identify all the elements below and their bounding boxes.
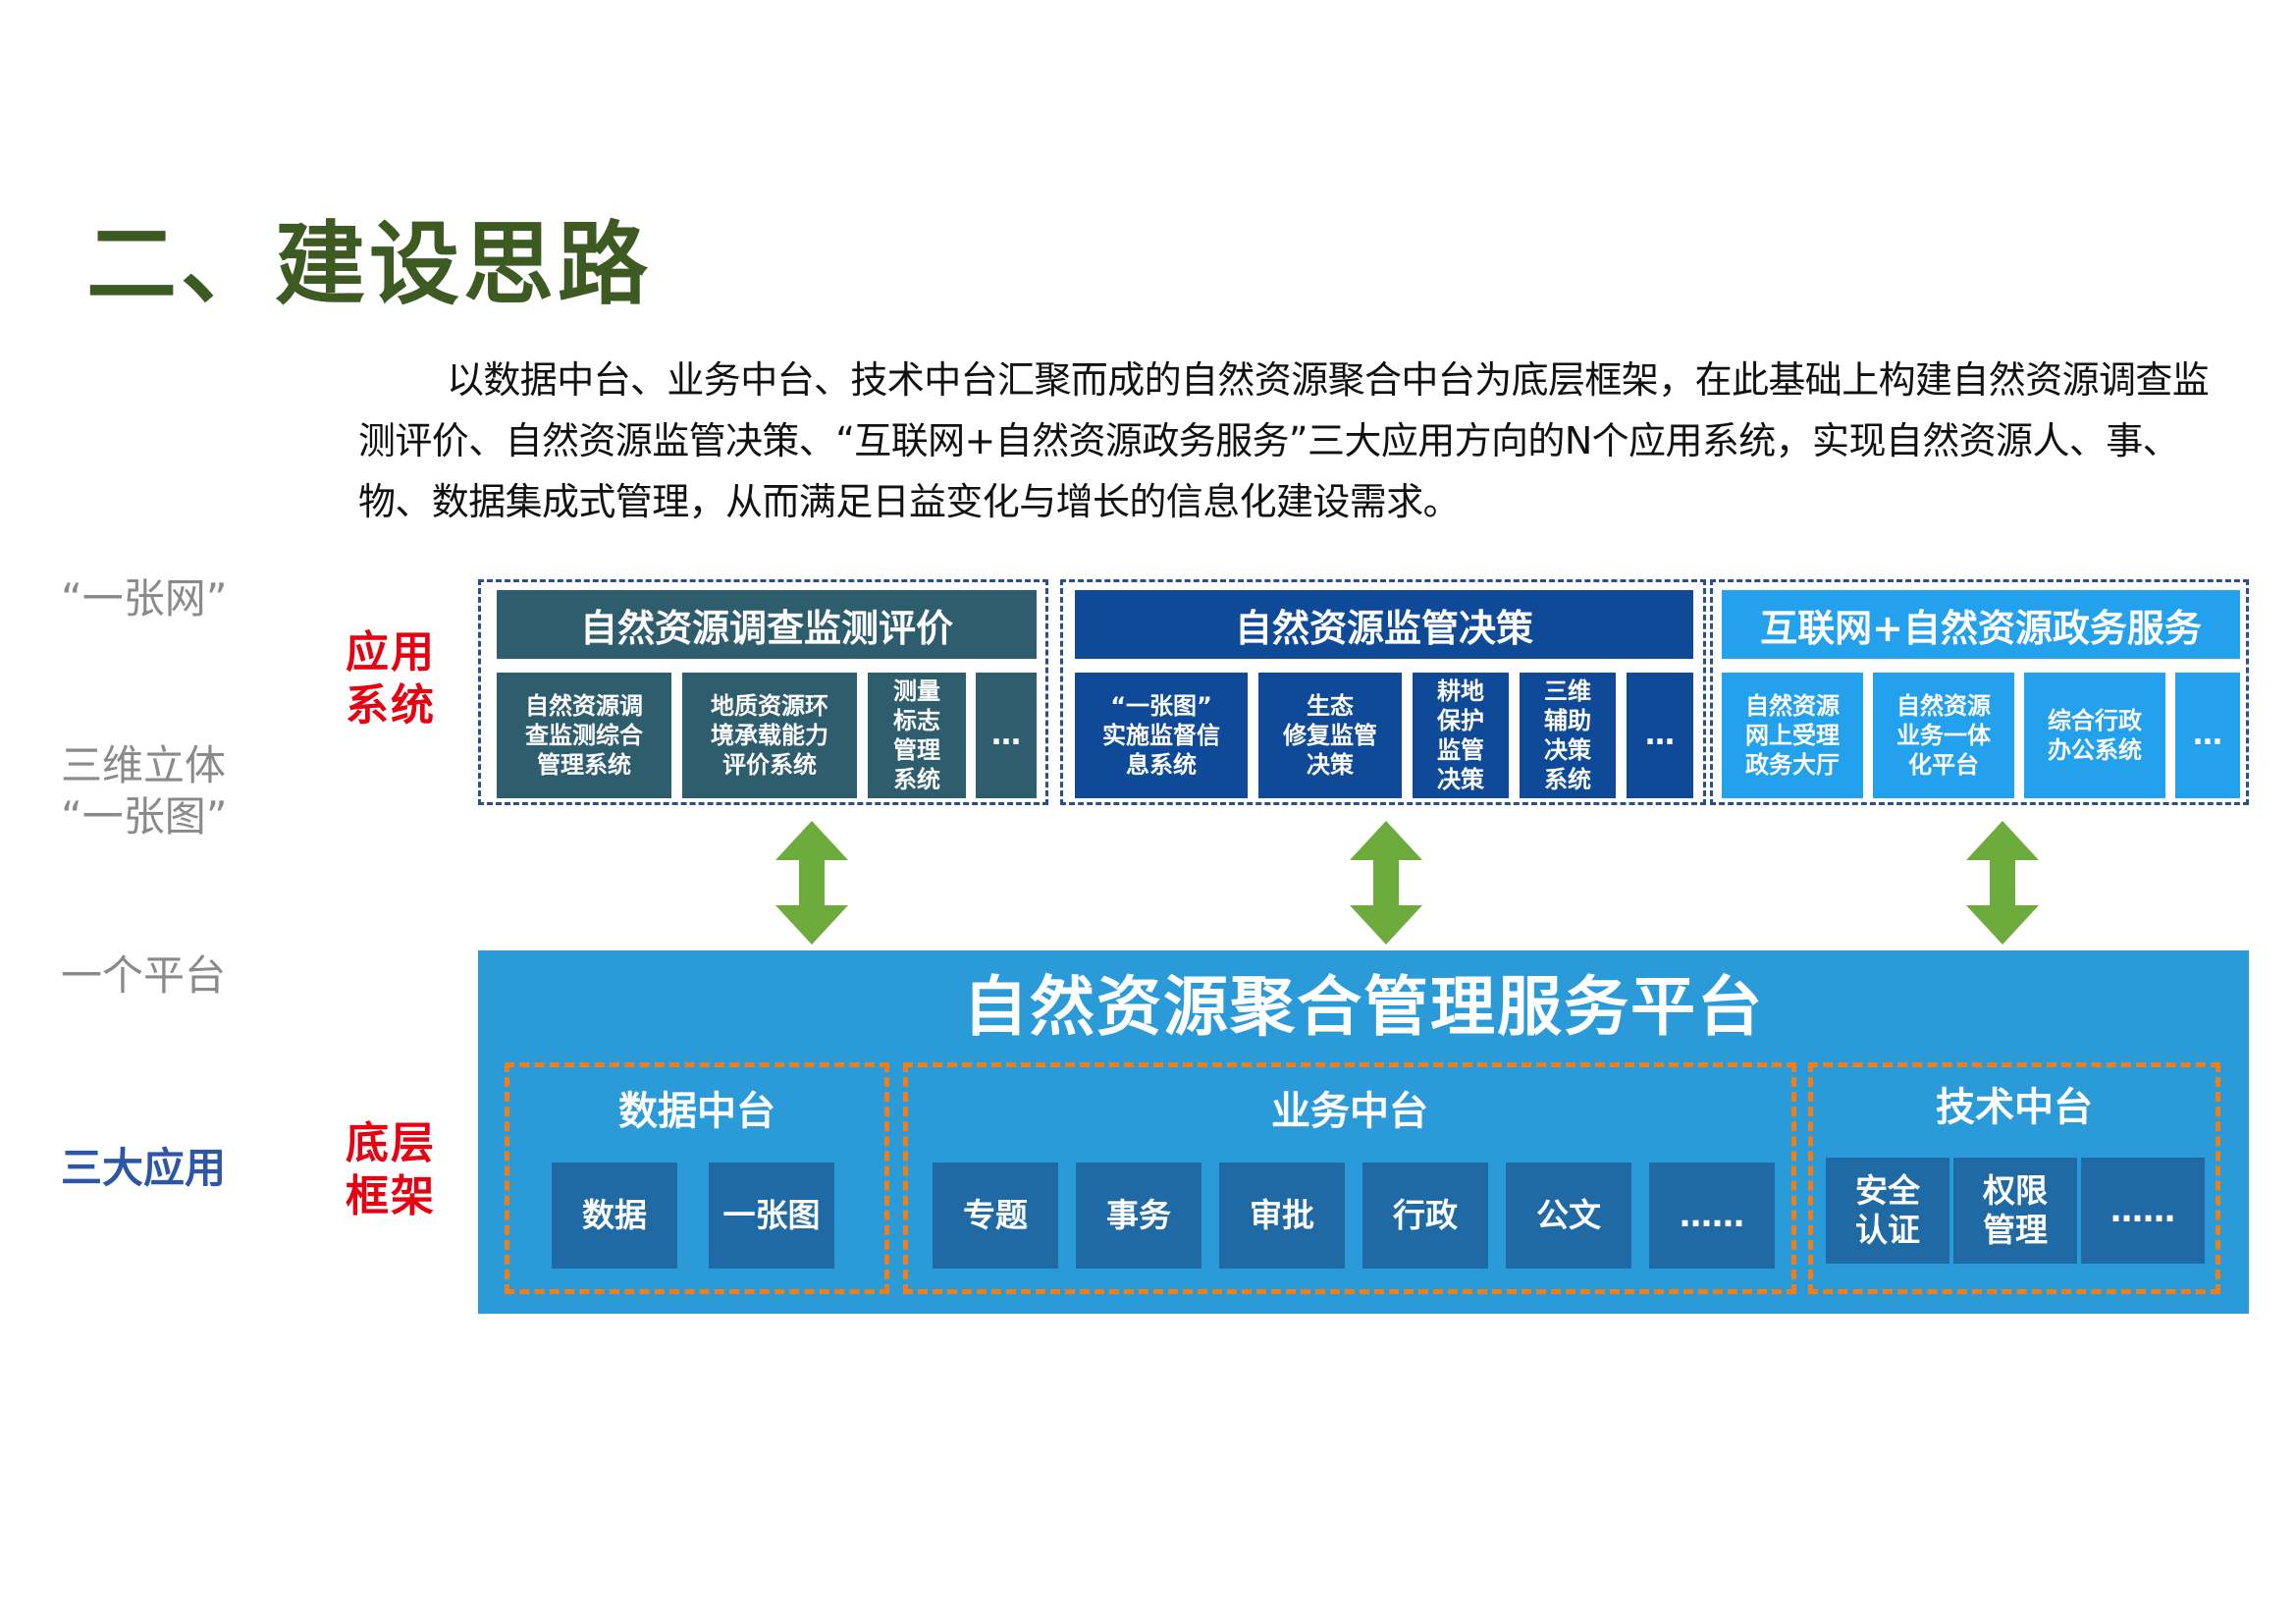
double-arrow-icon <box>775 821 848 945</box>
app-group-gov-service-title: 互联网+自然资源政务服务 <box>1722 590 2240 659</box>
left-label-3d: 三维立体 <box>61 741 227 789</box>
app-group-gov-service: 互联网+自然资源政务服务 自然资源 网上受理 政务大厅 自然资源 业务一体 化平… <box>1710 579 2249 805</box>
module-business-middle-office: 业务中台 专题 事务 审批 行政 公文 …… <box>903 1062 1796 1294</box>
app-item-survey-marker-system[interactable]: 测量 标志 管理 系统 <box>868 673 966 798</box>
platform-title: 自然资源聚合管理服务平台 <box>963 969 1764 1045</box>
module-title: 业务中台 <box>1271 1089 1428 1134</box>
app-group-supervision: 自然资源监管决策 “一张图” 实施监督信 息系统 生态 修复监管 决策 耕地 保… <box>1060 579 1706 805</box>
layer-label-app: 应用 系统 <box>346 627 436 731</box>
module-item-onemap[interactable]: 一张图 <box>709 1163 834 1269</box>
module-item-more[interactable]: …… <box>1649 1163 1775 1269</box>
module-title: 技术中台 <box>1936 1085 2093 1130</box>
app-item-more[interactable]: … <box>2175 673 2240 798</box>
module-item-documents[interactable]: 公文 <box>1506 1163 1631 1269</box>
app-item-onemap-supervision[interactable]: “一张图” 实施监督信 息系统 <box>1075 673 1248 798</box>
app-group-survey: 自然资源调查监测评价 自然资源调 查监测综合 管理系统 地质资源环 境承载能力 … <box>478 579 1048 805</box>
module-item-affairs[interactable]: 事务 <box>1076 1163 1201 1269</box>
module-data-middle-office: 数据中台 数据 一张图 <box>505 1062 889 1294</box>
module-item-security-auth[interactable]: 安全 认证 <box>1826 1158 1949 1264</box>
double-arrow-icon <box>1966 821 2039 945</box>
app-item-office-system[interactable]: 综合行政 办公系统 <box>2024 673 2165 798</box>
app-item-survey-system[interactable]: 自然资源调 查监测综合 管理系统 <box>497 673 671 798</box>
app-group-supervision-title: 自然资源监管决策 <box>1075 590 1693 659</box>
left-label-net: “一张网” <box>61 574 228 623</box>
app-group-survey-title: 自然资源调查监测评价 <box>497 590 1037 659</box>
intro-paragraph: 以数据中台、业务中台、技术中台汇聚而成的自然资源聚合中台为底层框架，在此基础上构… <box>358 358 2210 523</box>
app-item-ecology-restoration[interactable]: 生态 修复监管 决策 <box>1258 673 1402 798</box>
app-item-business-platform[interactable]: 自然资源 业务一体 化平台 <box>1873 673 2014 798</box>
left-label-platform: 一个平台 <box>61 951 227 1000</box>
layer-label-base: 底层 框架 <box>346 1118 436 1221</box>
module-item-topic[interactable]: 专题 <box>933 1163 1058 1269</box>
app-item-more[interactable]: … <box>976 673 1037 798</box>
module-item-permission-mgmt[interactable]: 权限 管理 <box>1953 1158 2077 1264</box>
module-item-approval[interactable]: 审批 <box>1219 1163 1345 1269</box>
double-arrow-icon <box>1350 821 1422 945</box>
module-tech-middle-office: 技术中台 安全 认证 权限 管理 …… <box>1808 1062 2220 1294</box>
module-item-administration[interactable]: 行政 <box>1362 1163 1488 1269</box>
left-label-map: “一张图” <box>61 792 228 840</box>
app-item-geo-capacity-system[interactable]: 地质资源环 境承载能力 评价系统 <box>682 673 857 798</box>
module-item-more[interactable]: …… <box>2081 1158 2205 1264</box>
app-item-3d-decision[interactable]: 三维 辅助 决策 系统 <box>1520 673 1616 798</box>
module-title: 数据中台 <box>618 1089 775 1134</box>
app-item-online-hall[interactable]: 自然资源 网上受理 政务大厅 <box>1722 673 1863 798</box>
module-item-data[interactable]: 数据 <box>552 1163 677 1269</box>
app-item-farmland-protection[interactable]: 耕地 保护 监管 决策 <box>1413 673 1509 798</box>
page-title: 二、建设思路 <box>86 212 653 317</box>
left-label-three-apps: 三大应用 <box>61 1144 227 1192</box>
app-item-more[interactable]: … <box>1627 673 1693 798</box>
